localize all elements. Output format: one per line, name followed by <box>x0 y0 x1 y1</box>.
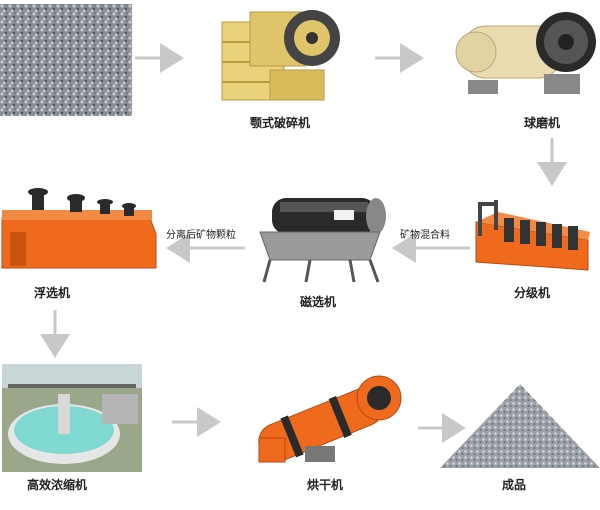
classifier-label: 分级机 <box>513 286 550 300</box>
raw-ore-texture <box>0 4 132 116</box>
dryer-node <box>245 372 405 468</box>
jaw-crusher-label: 颚式破碎机 <box>249 116 310 130</box>
magnetic-separator-icon <box>259 198 386 283</box>
product-pile-icon <box>440 384 600 468</box>
edge-label-separated-particles: 分离后矿物颗粒 <box>166 230 236 241</box>
thickener-icon <box>2 364 142 472</box>
raw-ore-node <box>0 4 132 116</box>
flotation-machine-icon <box>1 188 157 269</box>
magnetic-separator-label: 磁选机 <box>299 295 336 309</box>
ball-mill-label: 球磨机 <box>523 116 560 130</box>
jaw-crusher-icon <box>221 10 340 101</box>
flotation-machine-node <box>0 188 160 280</box>
jaw-crusher-node <box>210 0 340 110</box>
thickener-label: 高效浓缩机 <box>26 478 87 492</box>
dryer-icon <box>258 375 402 463</box>
flotation-machine-label: 浮选机 <box>33 286 70 300</box>
product-node <box>440 384 600 468</box>
classifier-node <box>470 192 598 278</box>
magnetic-separator-node <box>250 188 390 284</box>
product-label: 成品 <box>501 478 526 492</box>
dryer-label: 烘干机 <box>306 478 343 492</box>
ball-mill-icon <box>455 12 596 94</box>
ball-mill-node <box>448 2 596 102</box>
thickener-node <box>2 364 142 472</box>
edge-label-mixed-ore: 矿物混合料 <box>400 230 450 241</box>
classifier-icon <box>475 200 590 271</box>
